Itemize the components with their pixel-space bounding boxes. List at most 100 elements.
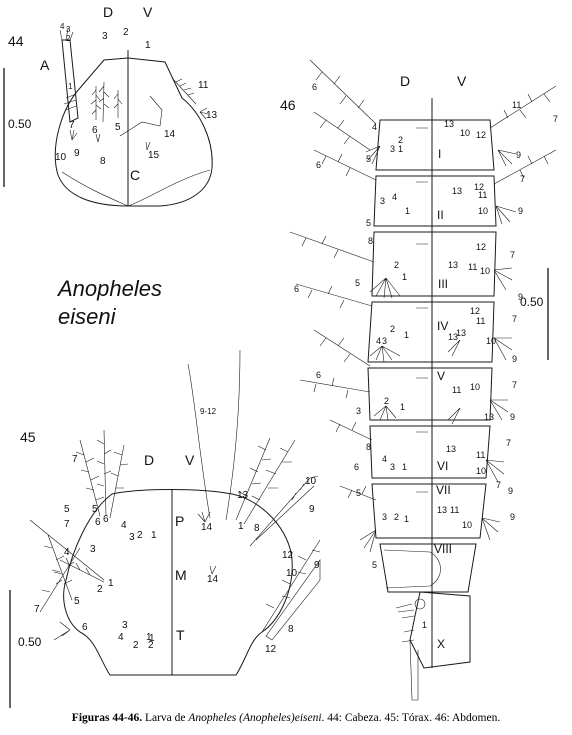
panel-46-scale-label: 0.50 — [520, 295, 544, 309]
seta-number: 12 — [476, 130, 486, 140]
seta-number: 1 — [404, 330, 409, 340]
seta-number: 10 — [486, 336, 496, 346]
head-collar — [119, 95, 163, 137]
seta-number: 2 — [148, 640, 154, 651]
abdomen-siphon — [383, 549, 441, 589]
seta-number: 14 — [207, 574, 219, 585]
seta-number: 13 — [456, 328, 466, 338]
seta-number: 1 — [422, 620, 427, 630]
seta-number: 3 — [380, 196, 385, 206]
caption-text-2: . 44: Cabeza. 45: Tórax. 46: Abdomen. — [321, 712, 501, 724]
seta-number: 11 — [478, 190, 487, 200]
seta-number: 1 — [402, 462, 407, 472]
seta-number: 7 — [506, 438, 511, 448]
seta-number: 4 — [121, 520, 127, 531]
panel-45-seg-p: P — [175, 513, 184, 529]
seta-number: 2 — [123, 27, 129, 38]
seta-number: 7 — [520, 174, 525, 184]
seta-number: 11 — [450, 505, 459, 515]
head-setae — [63, 77, 209, 151]
seta-number: 4 — [64, 547, 70, 558]
seta-number: 11 — [468, 262, 477, 272]
segment-numeral: IV — [437, 319, 448, 333]
seta-number: 10 — [476, 466, 486, 476]
seta-number: 10 — [480, 266, 490, 276]
seta-number: 5 — [115, 122, 121, 133]
head-ventral-suture — [127, 169, 211, 207]
panel-46-seta-numbers: 6 11 7 4 2 3 1 13 10 12 5 9 6 13 12 11 1… — [294, 82, 558, 630]
panel-46-number: 46 — [280, 97, 296, 113]
seta-number: 3 — [102, 31, 108, 42]
seta-number: 6 — [103, 514, 109, 525]
seta-number: 4 — [372, 122, 377, 132]
seta-number: 5 — [92, 504, 98, 515]
seta-number: 1 — [151, 530, 157, 541]
abdomen-lateral-setae — [289, 59, 557, 501]
seta-number: 15 — [148, 150, 160, 161]
species-title-line2: eiseni — [58, 304, 117, 329]
seta-number: 3 — [90, 544, 96, 555]
abdomen-segment-numerals: I II III IV V VI VII VIII X — [434, 147, 452, 651]
seta-number: 11 — [198, 80, 209, 91]
segment-numeral: I — [438, 147, 441, 161]
panel-44-seta-numbers: 4 3 2 1 3 2 1 11 13 7 6 5 14 9 8 15 10 — [55, 22, 218, 167]
seta-number: 4 — [382, 454, 387, 464]
seta-number: 1 — [238, 521, 244, 532]
seta-number: 10 — [470, 382, 480, 392]
seta-number: 9 — [516, 150, 521, 160]
seta-number: 8 — [366, 442, 371, 452]
seta-number: 5 — [366, 218, 371, 228]
seta-number: 6 — [95, 517, 101, 528]
seta-number: 1 — [149, 633, 155, 644]
seta-number: 1 — [400, 402, 405, 412]
panel-45-thorax: 45 D V P M T 0.50 9 — [9, 349, 321, 708]
seta-number: 13 — [448, 260, 458, 270]
head-capsule-outline — [54, 57, 213, 207]
seta-number: 7 — [512, 314, 517, 324]
seta-number: 7 — [510, 250, 515, 260]
panel-44-center-label: C — [130, 167, 140, 183]
seta-number: 13 — [437, 505, 447, 515]
seta-number: 1 — [402, 272, 407, 282]
figure-caption: Figuras 44-46. Larva de Anopheles (Anoph… — [0, 712, 572, 724]
seta-number: 9 — [309, 504, 315, 515]
panel-45-number: 45 — [20, 429, 36, 445]
seta-number: 10 — [305, 476, 317, 487]
panel-44-scale-label: 0.50 — [8, 117, 32, 131]
panel-45-seta-numbers: 9-12 7 5 6 4 3 2 1 14 1 13 10 9 8 12 14 … — [34, 407, 320, 655]
thorax-outline — [63, 489, 293, 676]
abdomen-segments — [367, 119, 497, 669]
seta-number: 10 — [286, 568, 298, 579]
seta-number: 13 — [452, 186, 462, 196]
seta-number: 11 — [512, 100, 521, 110]
seta-number: 8 — [288, 624, 294, 635]
seta-number: 1 — [108, 578, 114, 589]
seta-number: 9 — [510, 512, 515, 522]
seta-number: 13 — [237, 490, 249, 501]
seta-number: 6 — [92, 125, 98, 136]
seta-number: 7 — [72, 454, 78, 465]
seta-number: 9 — [518, 292, 523, 302]
seta-number: 1 — [404, 514, 409, 524]
segment-numeral: X — [437, 637, 445, 651]
seta-number: 11 — [476, 316, 485, 326]
seta-number: 3 — [122, 620, 128, 631]
seta-number: 3 — [66, 25, 71, 34]
seta-number: 6 — [316, 370, 321, 380]
seta-number: 12 — [474, 182, 484, 192]
antenna-outline — [61, 39, 79, 123]
antenna-tip — [59, 27, 74, 41]
thorax-long-setae — [187, 349, 241, 521]
seta-number: 7 — [496, 480, 501, 490]
seta-number: 8 — [254, 523, 260, 534]
thorax-feather-setae — [29, 429, 321, 641]
seta-number: 12 — [476, 242, 486, 252]
seta-number: 1 — [145, 40, 151, 51]
seta-number: 14 — [164, 129, 176, 140]
seta-number: 12 — [470, 306, 480, 316]
seta-number: 7 — [69, 120, 75, 131]
seta-number: 12 — [282, 550, 294, 561]
panel-45-seg-t: T — [176, 627, 185, 643]
seta-number: 13 — [444, 119, 454, 129]
